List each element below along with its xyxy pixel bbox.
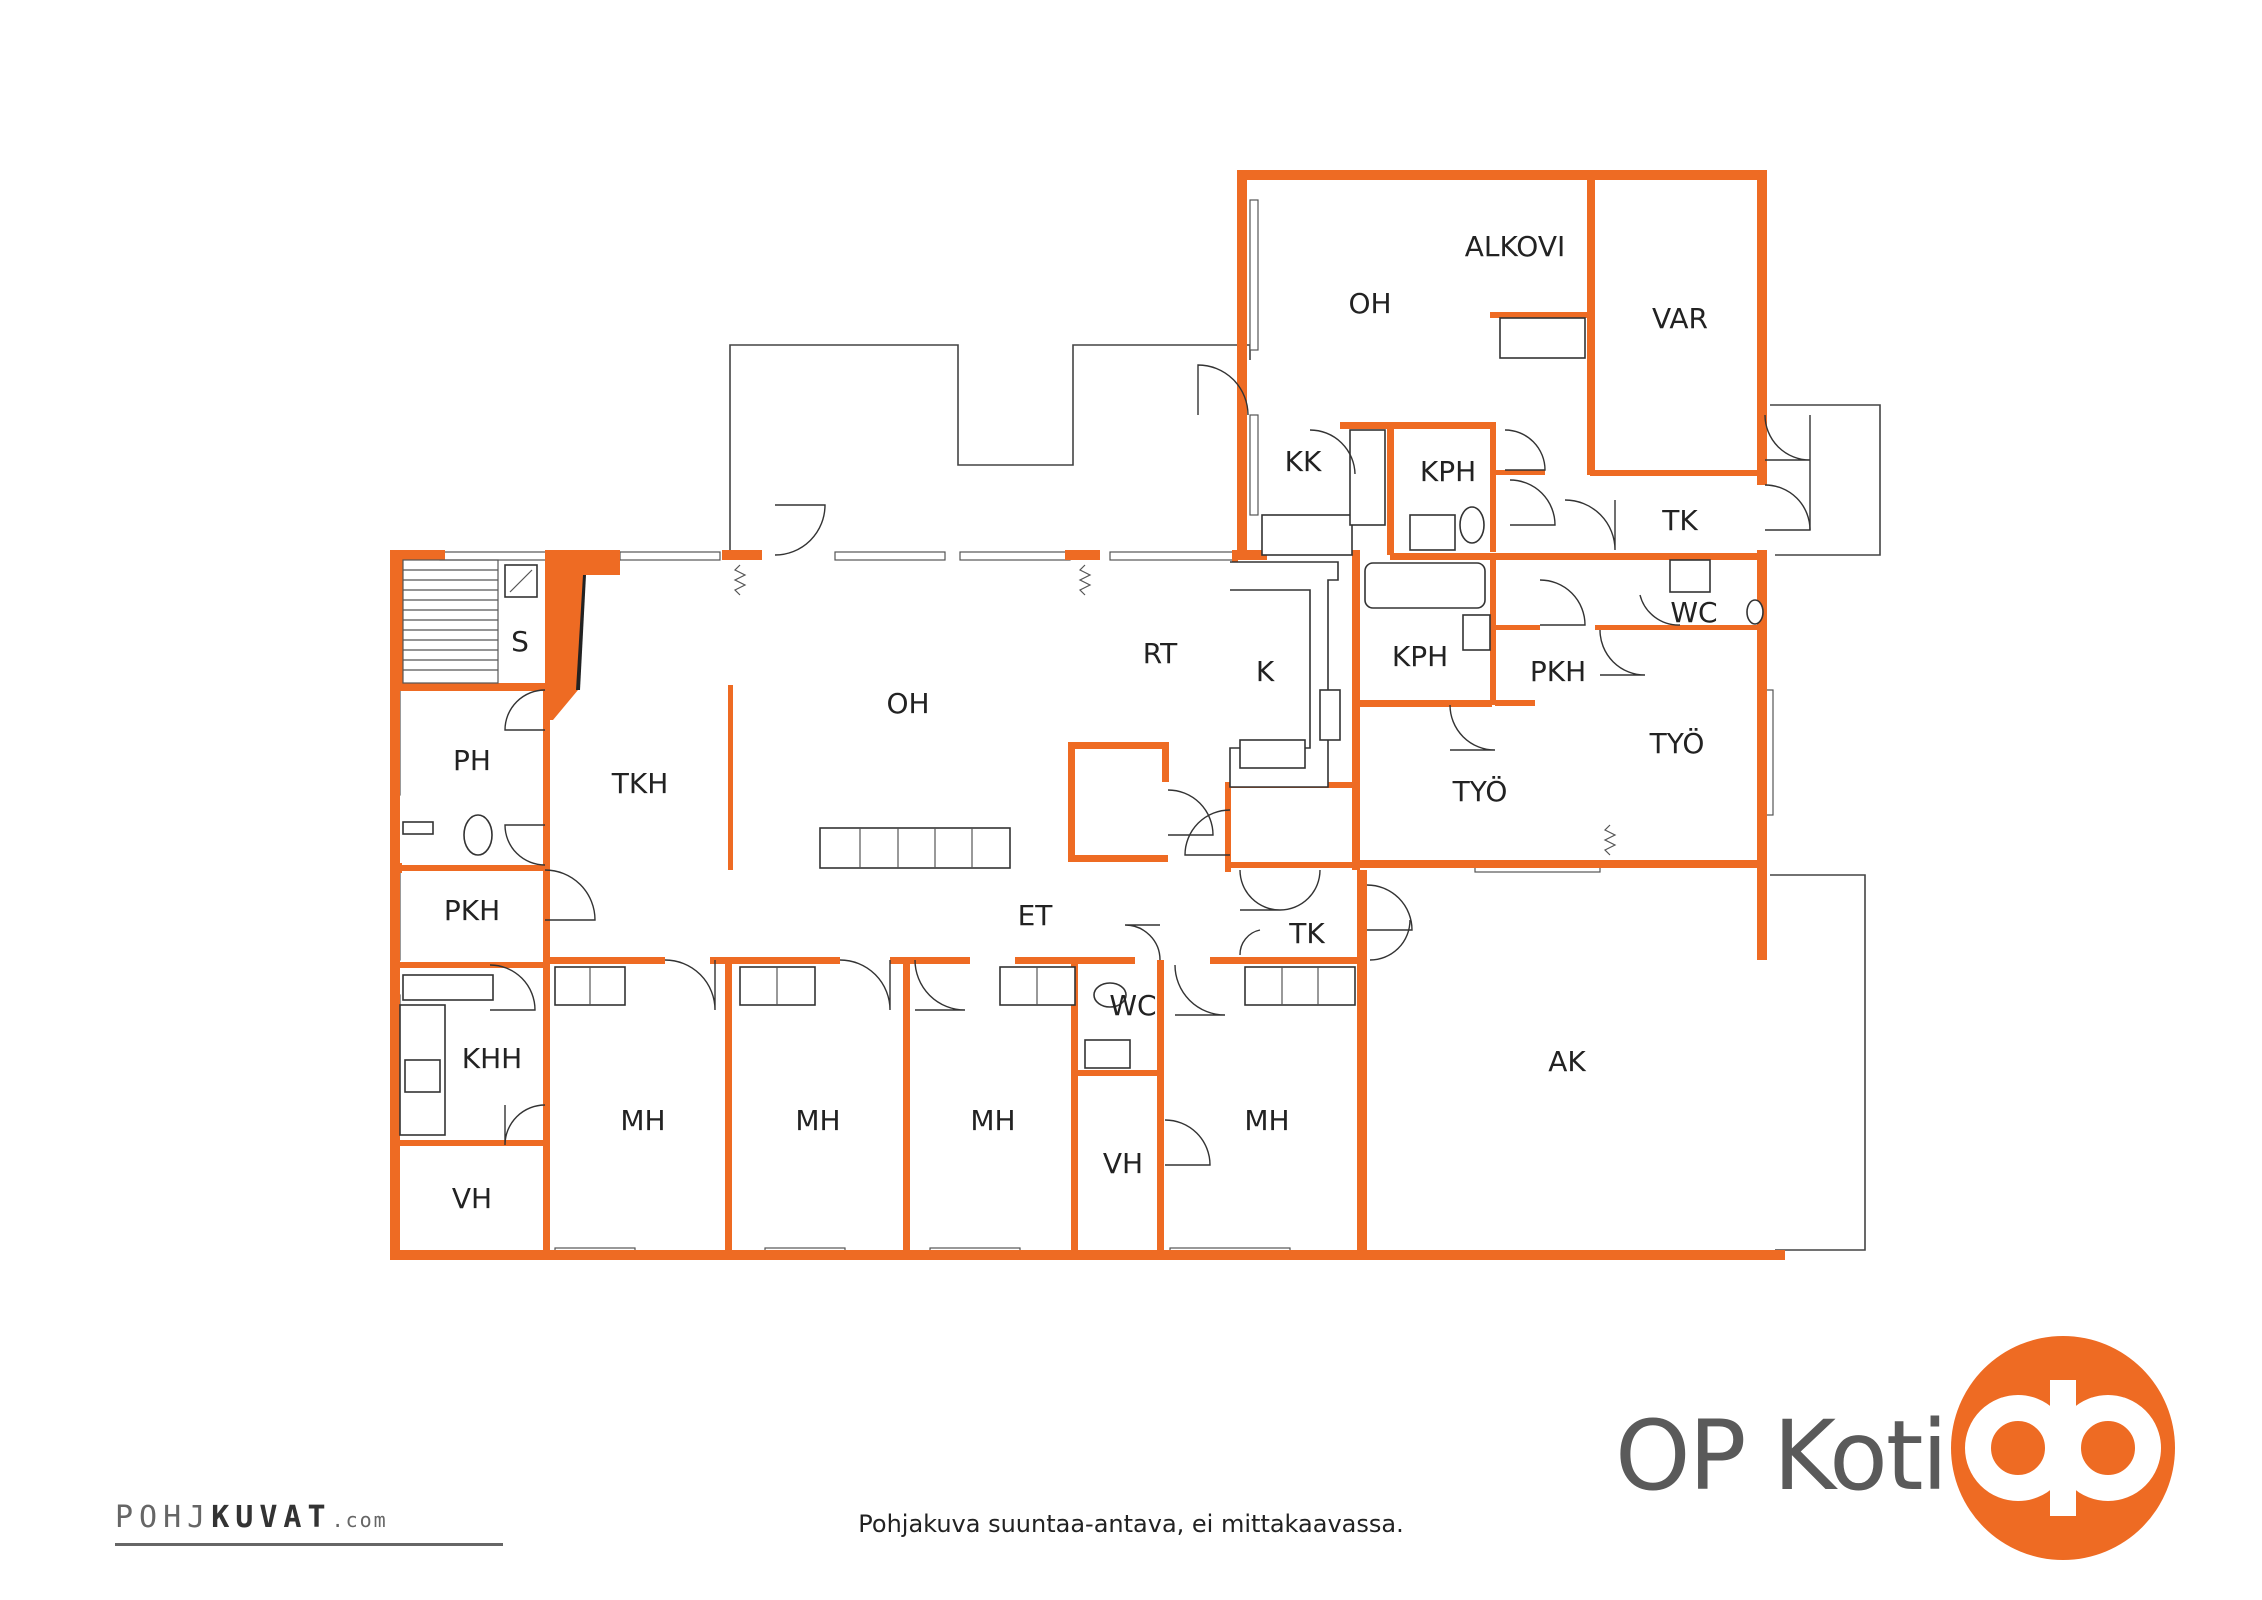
disclaimer-text: Pohjakuva suuntaa-antava, ei mittakaavas… <box>858 1510 1404 1538</box>
room-label-et: ET <box>1018 899 1054 932</box>
room-label-mh3: MH <box>970 1104 1015 1137</box>
room-label-wc-center: WC <box>1109 989 1156 1022</box>
room-label-s: S <box>511 625 529 658</box>
doors <box>489 364 1811 1166</box>
room-label-k: K <box>1256 655 1275 688</box>
room-label-vh-west: VH <box>452 1182 492 1215</box>
stairs <box>402 559 538 684</box>
room-label-mh1: MH <box>620 1104 665 1137</box>
room-label-pkh-west: PKH <box>444 894 500 927</box>
pohja-prefix: POHJ <box>115 1500 212 1535</box>
room-label-tk-east: TK <box>1661 504 1698 537</box>
room-label-tkh: TKH <box>611 767 669 800</box>
room-label-khh: KHH <box>462 1042 522 1075</box>
room-label-kk: KK <box>1285 445 1322 478</box>
zigzag-markers <box>733 564 1617 856</box>
pohja-suffix: KUVAT <box>211 1500 332 1535</box>
op-logo-icon <box>1951 1336 2175 1560</box>
room-label-mh2: MH <box>795 1104 840 1137</box>
room-label-alkovi: ALKOVI <box>1465 230 1566 263</box>
terrace-outlines <box>729 344 1881 1251</box>
pohjakuvat-underline <box>115 1543 503 1546</box>
room-label-wc-east: WC <box>1670 596 1717 629</box>
room-label-ph: PH <box>453 744 491 777</box>
room-label-oh-main: OH <box>886 687 929 720</box>
room-label-kph-top: KPH <box>1420 455 1476 488</box>
room-label-tk-center: TK <box>1288 917 1325 950</box>
walls <box>390 170 1785 1260</box>
brand-name: OP Koti <box>1615 1400 1948 1512</box>
room-label-ak: AK <box>1548 1045 1586 1078</box>
room-labels: S PH PKH KHH VH TKH OH RT K ET MH MH MH … <box>444 230 1718 1215</box>
room-label-var: VAR <box>1652 302 1708 335</box>
room-label-tyo-left: TYÖ <box>1452 774 1508 808</box>
room-label-kph-mid: KPH <box>1392 640 1448 673</box>
room-label-pkh-east: PKH <box>1530 655 1586 688</box>
fixtures <box>399 317 1764 1136</box>
room-label-oh-north: OH <box>1348 287 1391 320</box>
room-label-rt: RT <box>1143 637 1178 670</box>
pohja-domain: .com <box>331 1508 388 1532</box>
room-label-mh4: MH <box>1244 1104 1289 1137</box>
pohjakuvat-logo: POHJKUVAT.com <box>115 1500 388 1535</box>
room-label-tyo-right: TYÖ <box>1649 726 1705 760</box>
room-label-vh-center: VH <box>1103 1147 1143 1180</box>
